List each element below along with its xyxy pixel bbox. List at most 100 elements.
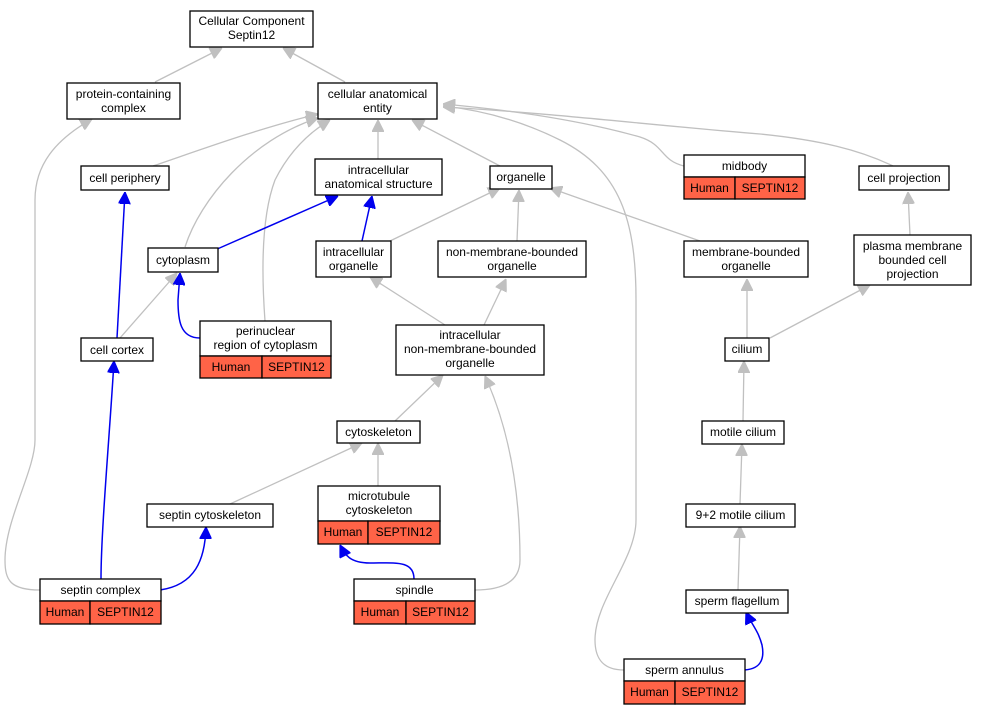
node-label: anatomical structure — [324, 177, 432, 191]
node-label: non-membrane-bounded — [404, 342, 536, 356]
edge-plasma-membrane-proj-to-cell-projection — [908, 192, 910, 236]
node-label: sperm flagellum — [695, 594, 780, 608]
node-label: cell cortex — [90, 343, 144, 357]
node-membrane-bounded-organelle[interactable]: membrane-bounded organelle — [683, 240, 809, 278]
annotation-gene-cell — [674, 680, 746, 705]
node-plasma-membrane-bounded-cell-projection[interactable]: plasma membrane bounded cell projection — [853, 234, 972, 286]
node-label: organelle — [721, 259, 771, 273]
annotation-gene-label: SEPTIN12 — [742, 181, 799, 195]
edge-cellular-anatomical-entity-to-root — [283, 48, 346, 83]
node-label: cellular anatomical — [328, 87, 427, 101]
annotation-gene-cell — [734, 176, 806, 200]
annotation-species-label: Human — [361, 605, 400, 619]
annotation-gene-label: SEPTIN12 — [268, 360, 325, 374]
edge-cell-cortex-to-cytoplasm — [119, 273, 177, 339]
annotation-gene-label: SEPTIN12 — [412, 605, 469, 619]
node-midbody[interactable]: midbody Human SEPTIN12 — [683, 154, 806, 200]
node-septin-cytoskeleton[interactable]: septin cytoskeleton — [146, 503, 274, 528]
node-label: cytoplasm — [156, 253, 210, 267]
node-label: spindle — [395, 583, 433, 597]
node-label: projection — [886, 267, 938, 281]
node-nine-plus-two-motile-cilium[interactable]: 9+2 motile cilium — [685, 503, 796, 528]
node-cellular-component-root[interactable]: Cellular Component Septin12 — [189, 10, 314, 48]
annotation-species-label: Human — [46, 605, 85, 619]
edge-organelle-to-cae — [412, 120, 501, 167]
edge-protein-complex-to-root — [154, 48, 222, 83]
node-intracellular-non-membrane-bounded-organelle[interactable]: intracellular non-membrane-bounded organ… — [395, 324, 545, 376]
node-sperm-flagellum[interactable]: sperm flagellum — [685, 589, 789, 614]
node-intracellular-organelle[interactable]: intracellular organelle — [315, 240, 392, 278]
annotation-gene-cell — [367, 520, 441, 545]
node-label: microtubule — [348, 489, 410, 503]
node-cellular-anatomical-entity[interactable]: cellular anatomical entity — [317, 82, 438, 120]
edge-motile-cilium-to-cilium — [743, 361, 744, 422]
node-label: organelle — [445, 356, 495, 370]
annotation-gene-cell — [261, 355, 332, 379]
node-non-membrane-bounded-organelle[interactable]: non-membrane-bounded organelle — [437, 240, 587, 278]
node-intracellular-anatomical-structure[interactable]: intracellular anatomical structure — [314, 158, 443, 196]
node-label: cell periphery — [89, 171, 160, 185]
edge-intra-nmbo-to-intracellular-organelle — [370, 277, 446, 326]
edge-perinuclear-to-cytoplasm — [178, 273, 201, 339]
node-label: non-membrane-bounded — [446, 245, 578, 259]
node-label: cell projection — [867, 171, 940, 185]
node-label: entity — [363, 101, 392, 115]
node-label: membrane-bounded — [692, 245, 800, 259]
node-label: intracellular — [348, 163, 409, 177]
annotation-species-label: Human — [630, 685, 669, 699]
annotation-gene-label: SEPTIN12 — [376, 525, 433, 539]
annotation-species-label: Human — [212, 360, 251, 374]
edge-spindle-to-intra-nmbo — [474, 376, 521, 591]
annotation-species-label: Human — [324, 525, 363, 539]
node-label: perinuclear — [236, 324, 295, 338]
nodes: Cellular Component Septin12 protein-cont… — [39, 10, 972, 705]
node-cytoplasm[interactable]: cytoplasm — [147, 247, 219, 273]
edge-intra-nmbo-to-nmbo — [483, 279, 506, 326]
node-protein-containing-complex[interactable]: protein-containing complex — [66, 82, 181, 120]
node-label: cytoskeleton — [345, 425, 412, 439]
edge-midbody-to-cae — [443, 104, 685, 167]
edge-perinuclear-to-cae — [262, 120, 330, 322]
edge-sperm-annulus-to-sperm-flagellum — [741, 612, 764, 671]
node-label: organelle — [329, 259, 379, 273]
edge-sperm-annulus-to-cae — [443, 106, 637, 671]
node-label: region of cytoplasm — [213, 338, 317, 352]
node-label: motile cilium — [710, 425, 776, 439]
node-cytoskeleton[interactable]: cytoskeleton — [336, 420, 421, 444]
edge-septin-complex-to-cell-cortex — [100, 361, 114, 580]
node-cilium[interactable]: cilium — [724, 337, 770, 362]
node-septin-complex[interactable]: septin complex Human SEPTIN12 — [39, 578, 162, 625]
node-cell-periphery[interactable]: cell periphery — [80, 165, 170, 191]
edge-sperm-flagellum-to-nine-plus-two — [738, 526, 740, 591]
node-sperm-annulus[interactable]: sperm annulus Human SEPTIN12 — [623, 658, 746, 705]
node-microtubule-cytoskeleton[interactable]: microtubule cytoskeleton Human SEPTIN12 — [317, 485, 441, 545]
node-perinuclear-region-of-cytoplasm[interactable]: perinuclear region of cytoplasm Human SE… — [199, 320, 332, 379]
node-label: midbody — [722, 159, 767, 173]
node-label: intracellular — [323, 245, 384, 259]
node-motile-cilium[interactable]: motile cilium — [701, 420, 785, 445]
node-cell-projection[interactable]: cell projection — [858, 165, 950, 191]
edge-nine-plus-two-to-motile-cilium — [740, 444, 742, 505]
node-label: plasma membrane — [863, 239, 963, 253]
edge-septin-cytoskeleton-to-cytoskeleton — [229, 443, 362, 505]
node-label: 9+2 motile cilium — [696, 508, 786, 522]
annotation-gene-cell — [89, 600, 162, 625]
node-spindle[interactable]: spindle Human SEPTIN12 — [353, 578, 476, 625]
edge-non-membrane-organelle-to-organelle — [517, 190, 519, 242]
node-label: cilium — [732, 342, 763, 356]
node-label: organelle — [487, 259, 537, 273]
node-label: cytoskeleton — [346, 503, 413, 517]
edge-membrane-bounded-to-organelle — [550, 188, 701, 242]
node-label: septin complex — [60, 583, 140, 597]
edge-intracellular-organelle-to-organelle — [389, 188, 500, 242]
node-label: Cellular Component — [198, 14, 305, 28]
edge-protein-complex-to-septin-complex — [4, 119, 92, 591]
node-organelle[interactable]: organelle — [489, 165, 553, 190]
node-label: protein-containing — [76, 87, 171, 101]
edge-cell-periphery-to-cae — [152, 114, 318, 167]
edge-cell-projection-to-cae — [443, 107, 894, 167]
node-cell-cortex[interactable]: cell cortex — [80, 337, 154, 362]
node-label: organelle — [496, 170, 546, 184]
edge-intracellular-organelle-to-ias[interactable] — [361, 196, 372, 242]
